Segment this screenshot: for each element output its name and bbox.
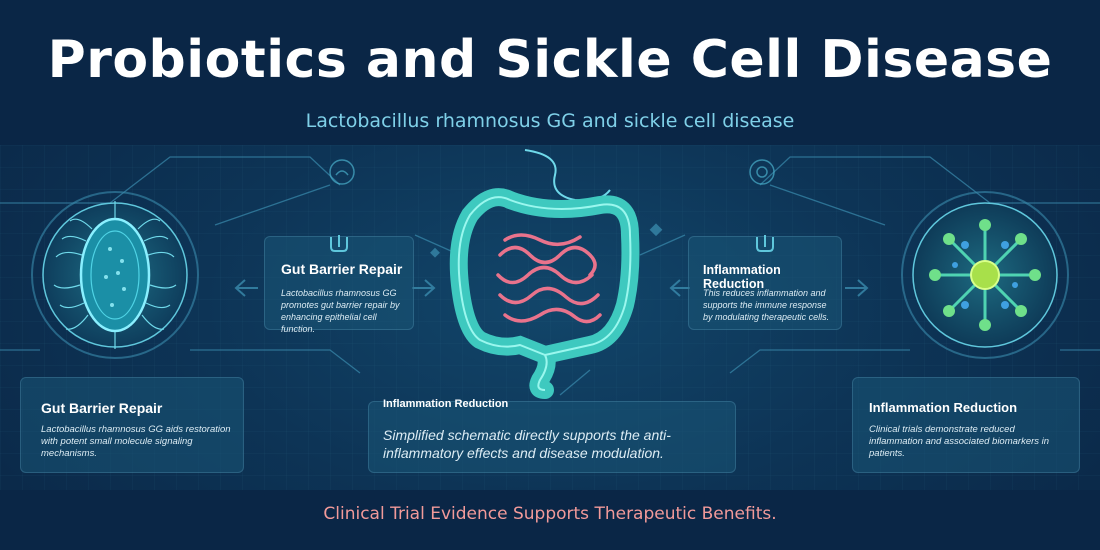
card-body: Lactobacillus rhamnosus GG aids restorat… — [41, 424, 231, 459]
card-inflammation-top: Inflammation Reduction This reduces infl… — [688, 235, 842, 330]
bacterium-icon — [31, 191, 199, 359]
card-title: Inflammation Reduction — [869, 400, 1018, 415]
card-body: This reduces inflammation and supports t… — [703, 288, 830, 322]
immune-cell-icon — [901, 191, 1069, 359]
card-gut-barrier-top: Gut Barrier Repair Lactobacillus rhamnos… — [264, 235, 414, 334]
gear-center-icon — [756, 166, 768, 178]
intestine-icon — [449, 149, 640, 399]
card-gut-barrier-bottom: Gut Barrier Repair Lactobacillus rhamnos… — [20, 377, 244, 473]
gear-glyph-icon — [749, 159, 775, 185]
card-title: Inflammation Reduction — [703, 263, 781, 291]
bacteria-hand-icon — [330, 235, 348, 252]
card-body: Lactobacillus rhamnosus GG promotes gut … — [281, 288, 400, 334]
arc-glyph-icon — [335, 170, 349, 176]
card-title: Gut Barrier Repair — [281, 261, 403, 277]
header-band — [0, 0, 1100, 145]
card-title: Gut Barrier Repair — [41, 400, 163, 416]
footer-text: Clinical Trial Evidence Supports Therape… — [323, 504, 777, 524]
card-title: Inflammation Reduction — [383, 398, 509, 410]
footer-band — [0, 490, 1100, 550]
card-inflammation-center: Inflammation Reduction Simplified schema… — [368, 398, 736, 473]
circle-glyph-icon — [329, 159, 355, 185]
page-subtitle: Lactobacillus rhamnosus GG and sickle ce… — [305, 110, 795, 132]
card-body: Clinical trials demonstrate reduced infl… — [869, 424, 1050, 459]
page-title: Probiotics and Sickle Cell Disease — [47, 30, 1053, 90]
bacteria-hand-icon — [756, 235, 774, 252]
card-body: Simplified schematic directly supports t… — [383, 427, 671, 461]
card-inflammation-right: Inflammation Reduction Clinical trials d… — [852, 377, 1080, 473]
